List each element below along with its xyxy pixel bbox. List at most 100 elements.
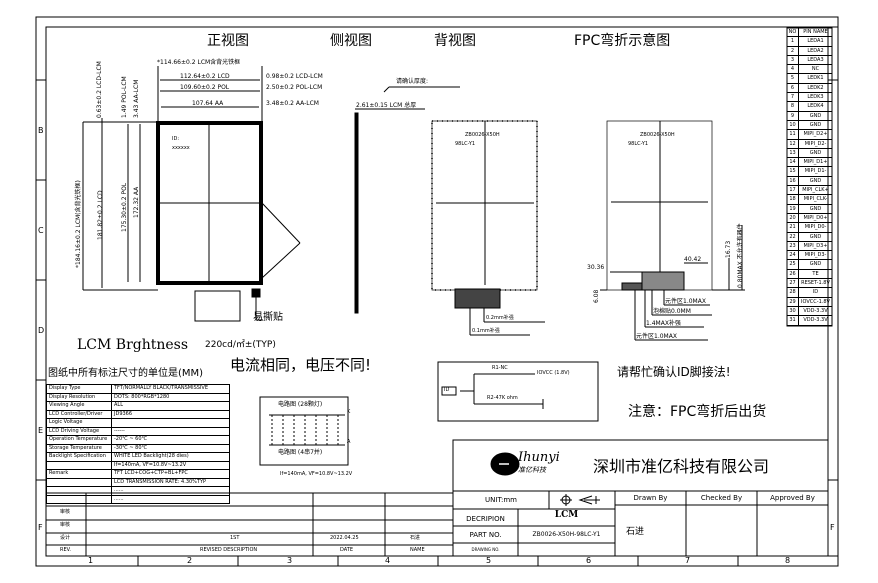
dim-top-aa-lcm: 3.43 AA-LCM: [133, 79, 140, 118]
revision-header-date: DATE: [340, 547, 354, 553]
pin-name: LEDK1: [807, 75, 824, 82]
back-note-stiffener-2: 0.1mm补强: [472, 328, 500, 334]
company-logo-cn: 准亿科技: [518, 466, 546, 474]
pin-name: LEDK4: [807, 103, 824, 110]
current-note: 电流相同，电压不同!: [230, 356, 372, 374]
fpc-view-title: FPC弯折示意图: [574, 33, 671, 49]
spec-key: Display Type: [46, 384, 112, 394]
pin-name: LEDK2: [807, 84, 824, 91]
approved-by-label: Approved By: [770, 494, 815, 502]
spec-key: LCD Driving Voltage: [46, 426, 112, 436]
col-marker-8: 8: [785, 556, 791, 565]
spec-value: LCD TRANSMISSION RATE: 4.30%TYP: [111, 477, 230, 487]
spec-key: Logic Voltage: [46, 418, 112, 428]
revision-row-3-rev: 1ST: [230, 535, 240, 541]
company-name: 深圳市准亿科技有限公司: [593, 457, 770, 476]
pin-name: GND: [809, 121, 822, 128]
pin-name: MIPI_D0+: [803, 214, 828, 221]
spec-row: Operation Temperature-20℃ ~ 60℃: [46, 435, 230, 445]
col-marker-6: 6: [586, 556, 592, 565]
pin-number: 22: [787, 232, 799, 241]
spec-row: ......: [46, 494, 230, 504]
back-label-line2: 98LC-Y1: [455, 141, 476, 147]
units-note: 图纸中所有标注尺寸的单位是(MM): [48, 368, 204, 379]
dim-total-thickness: 2.61±0.15 LCM 总厚: [356, 102, 417, 109]
spec-key: [46, 486, 112, 496]
col-marker-7: 7: [685, 556, 691, 565]
row-marker-d: D: [38, 326, 45, 335]
spec-key: [46, 494, 112, 504]
dim-width-lcm: *114.66±0.2 LCM含背光铁框: [157, 59, 241, 66]
back-label-line1: ZB0026-X50H: [465, 132, 500, 138]
pin-number: 7: [787, 93, 799, 102]
spec-value: DOTS: 800*RGB*1280: [111, 392, 230, 402]
pin-number: 11: [787, 130, 799, 139]
pin-name: LEDA2: [807, 47, 824, 54]
fpc-max-note: 0.80MAX 不允许有器件: [737, 223, 744, 288]
row-marker-c: C: [38, 226, 44, 235]
dim-width-aa: 107.64 AA: [192, 100, 224, 107]
spec-key: Viewing Angle: [46, 401, 112, 411]
spec-row: LCD TRANSMISSION RATE: 4.30%TYP: [46, 477, 230, 487]
dim-aa-lcm: 3.48±0.2 AA-LCM: [266, 100, 319, 107]
fpc-label-line2: 98LC-Y1: [628, 141, 649, 147]
revision-row-3-name: 石进: [410, 535, 421, 541]
revision-row-3-role: 设计: [60, 535, 71, 541]
dim-top-pol-lcm: 1.49 POL-LCM: [121, 76, 128, 118]
pin-number: 3: [787, 55, 799, 65]
spec-key: [46, 460, 112, 470]
side-view-title: 侧视图: [330, 33, 372, 49]
pin-name: MIPI_CLK+: [802, 187, 829, 194]
pin-number: 14: [787, 158, 799, 167]
spec-value: [111, 418, 230, 428]
id-r1: R1-NC: [492, 365, 508, 371]
dim-height-lcd: 181.82±0.2 LCD: [97, 190, 104, 240]
drawn-by-label: Drawn By: [633, 494, 668, 502]
pin-name: MIPI_D3-: [804, 252, 827, 259]
pin-number: 5: [787, 74, 799, 83]
spec-value: ------: [111, 426, 230, 436]
back-note-stiffener-1: 0.2mm补强: [486, 315, 514, 321]
pin-row: 5 LEDK1: [787, 74, 832, 84]
col-marker-5: 5: [486, 556, 492, 565]
dim-width-lcd: 112.64±0.2 LCD: [180, 73, 230, 80]
spec-value: -30℃ ~ 80℃: [111, 443, 230, 453]
fpc-note-2: 泡棉贴0.0MM: [653, 308, 691, 315]
fpc-label-line1: ZB0026-X50H: [640, 132, 675, 138]
spec-row: Storage Temperature-30℃ ~ 80℃: [46, 443, 230, 453]
revision-header-desc: REVISED DESCRIPTION: [200, 547, 258, 553]
thickness-note: 请确认厚度:: [396, 78, 429, 85]
spec-key: Display Resolution: [46, 392, 112, 402]
pin-number: 25: [787, 260, 799, 269]
drawer-name: 石进: [625, 526, 644, 537]
revision-header-name: NAME: [410, 547, 425, 553]
pin-name: IOVCC-1.8V: [801, 298, 830, 305]
id-r2: R2-47K ohm: [487, 395, 518, 401]
pin-number: 17: [787, 186, 799, 195]
pin-name: MIPI_D0-: [804, 224, 827, 231]
dim-fpc-6-08: 6.08: [593, 289, 600, 303]
pin-header-name: PIN NAME: [803, 29, 828, 35]
lcm-brightness-label: LCM Brghtness: [77, 337, 189, 353]
